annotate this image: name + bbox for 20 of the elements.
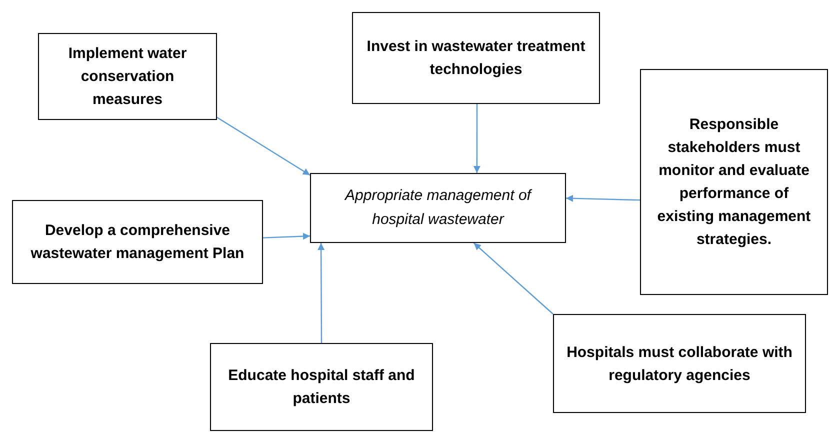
arrow bbox=[473, 104, 480, 173]
action-box bbox=[553, 314, 806, 413]
action-box bbox=[38, 33, 217, 120]
action-text: Responsible stakeholders must monitor and evaluate performance of existing management strategies. bbox=[656, 115, 812, 250]
action-text: Hospitals must collaborate with regulatory agencies bbox=[566, 342, 794, 386]
action-box bbox=[12, 200, 263, 284]
action-text: Invest in wastewater treatment technologies bbox=[366, 37, 586, 80]
action-box bbox=[352, 12, 600, 104]
goal-box bbox=[310, 173, 566, 243]
arrow bbox=[318, 243, 325, 343]
arrow bbox=[473, 242, 554, 314]
action-box bbox=[640, 69, 828, 295]
action-box bbox=[210, 343, 433, 431]
arrow bbox=[216, 116, 310, 176]
arrow bbox=[262, 232, 310, 240]
goal-text: Appropriate management of hospital wastewater bbox=[343, 186, 534, 230]
action-text: Educate hospital staff and patients bbox=[227, 366, 416, 409]
action-text: Implement water conservation measures bbox=[67, 44, 188, 110]
arrow bbox=[566, 194, 640, 202]
action-text: Develop a comprehensive wastewater management Plan bbox=[30, 221, 246, 264]
